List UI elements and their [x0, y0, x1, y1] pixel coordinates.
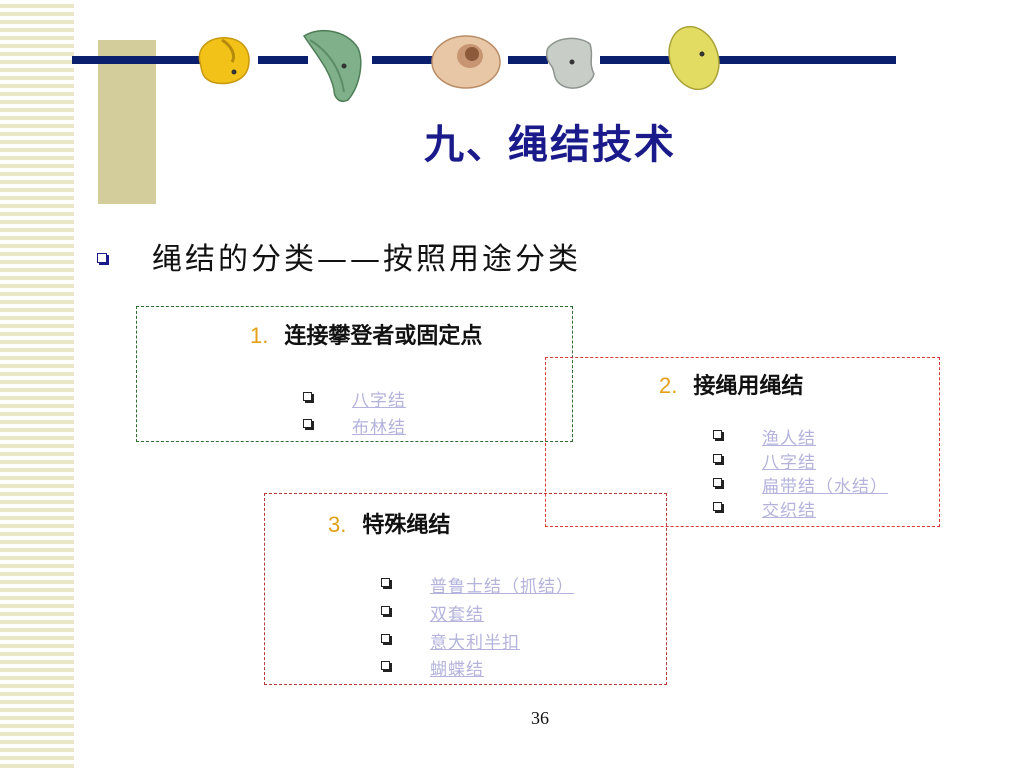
checkbox-bullet-icon	[381, 634, 390, 643]
knot-group-box-2	[545, 357, 940, 527]
checkbox-bullet-icon	[303, 419, 312, 428]
checkbox-bullet-icon	[713, 502, 722, 511]
header-rule	[258, 56, 308, 64]
knot-link[interactable]: 交织结	[762, 501, 816, 521]
slide-title: 九、绳结技术	[424, 121, 676, 168]
checkbox-bullet-icon	[713, 454, 722, 463]
page-number: 36	[531, 708, 549, 728]
checkbox-bullet-icon	[713, 478, 722, 487]
tan-climbing-hold-icon	[431, 35, 501, 89]
checkbox-bullet-icon	[713, 430, 722, 439]
accent-block	[98, 40, 156, 204]
striped-sidebar	[0, 0, 74, 768]
group-number: 2.	[659, 373, 678, 398]
group-title: 接绳用绳结	[693, 373, 804, 399]
group-title: 连接攀登者或固定点	[284, 323, 483, 349]
header-rule	[508, 56, 548, 64]
knot-link[interactable]: 八字结	[352, 391, 406, 411]
header-rule	[718, 56, 896, 64]
bullet-square-icon	[97, 253, 107, 263]
header-rule	[372, 56, 440, 64]
checkbox-bullet-icon	[381, 578, 390, 587]
green-climbing-hold-icon	[302, 29, 362, 102]
knot-link[interactable]: 八字结	[762, 453, 816, 473]
yellow-climbing-hold-icon	[198, 37, 250, 85]
group-number: 1.	[250, 323, 269, 348]
knot-link[interactable]: 蝴蝶结	[430, 660, 484, 680]
header-rule	[600, 56, 670, 64]
lime-climbing-hold-icon	[668, 25, 720, 91]
knot-link[interactable]: 双套结	[430, 605, 484, 625]
knot-group-box-1	[136, 306, 573, 442]
group-number: 3.	[328, 512, 347, 537]
checkbox-bullet-icon	[303, 392, 312, 401]
knot-group-box-3	[264, 493, 667, 685]
knot-link[interactable]: 意大利半扣	[430, 633, 520, 653]
checkbox-bullet-icon	[381, 606, 390, 615]
header-rule	[72, 56, 200, 64]
group-heading-1: 1. 连接攀登者或固定点	[250, 318, 482, 350]
group-heading-3: 3. 特殊绳结	[328, 507, 450, 539]
gray-climbing-hold-icon	[545, 37, 595, 89]
knot-link[interactable]: 普鲁士结（抓结）	[430, 577, 574, 597]
slide-subtitle: 绳结的分类——按照用途分类	[152, 242, 581, 277]
checkbox-bullet-icon	[381, 661, 390, 670]
group-title: 特殊绳结	[362, 512, 451, 538]
knot-link[interactable]: 扁带结（水结）	[762, 477, 888, 497]
knot-link[interactable]: 渔人结	[762, 429, 816, 449]
group-heading-2: 2. 接绳用绳结	[659, 368, 803, 400]
knot-link[interactable]: 布林结	[352, 418, 406, 438]
